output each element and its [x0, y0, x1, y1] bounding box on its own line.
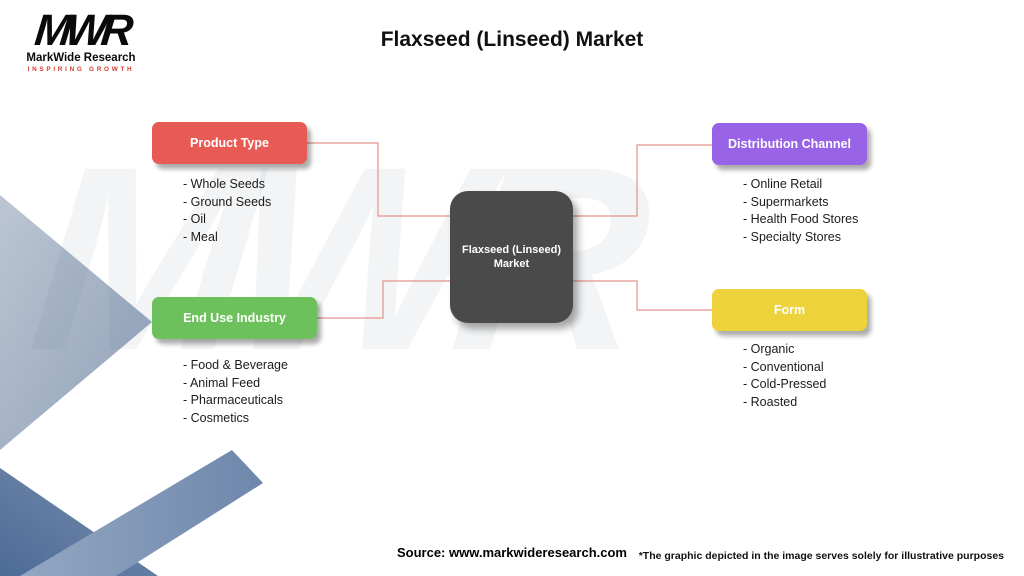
category-box-product-type: Product Type — [152, 122, 307, 164]
list-item: - Food & Beverage — [183, 358, 288, 372]
center-node: Flaxseed (Linseed) Market — [450, 191, 573, 323]
list-item: - Organic — [743, 342, 795, 356]
list-item: - Conventional — [743, 359, 824, 374]
disclaimer-text: *The graphic depicted in the image serve… — [638, 550, 1004, 562]
list-item: - Supermarkets — [743, 194, 829, 209]
connector-distribution-channel — [571, 144, 712, 217]
list-item: - Cosmetics — [183, 410, 249, 425]
left-edge-triangle — [0, 195, 152, 450]
list-item: - Animal Feed — [183, 375, 261, 390]
category-box-end-use-industry: End Use Industry — [152, 297, 317, 339]
source-text: Source: www.markwideresearch.com — [396, 545, 627, 560]
list-item: - Health Food Stores — [743, 212, 859, 226]
logo-tagline: Inspiring Growth — [27, 66, 135, 73]
category-list-distribution-channel: - Online Retail - Supermarkets - Health … — [743, 176, 858, 246]
logo: MWR MarkWide Research Inspiring Growth — [20, 6, 142, 73]
category-label: Distribution Channel — [728, 137, 851, 151]
list-item: - Oil — [183, 212, 206, 226]
category-box-form: Form — [712, 289, 867, 331]
category-box-distribution-channel: Distribution Channel — [712, 123, 867, 165]
connector-form — [571, 280, 712, 311]
list-item: - Pharmaceuticals — [183, 393, 284, 407]
list-item: - Roasted — [743, 394, 798, 409]
list-item: - Ground Seeds — [183, 194, 272, 209]
list-item: - Specialty Stores — [743, 229, 841, 244]
list-item: - Whole Seeds — [183, 177, 265, 191]
category-label: End Use Industry — [183, 311, 286, 325]
category-label: Product Type — [190, 136, 269, 150]
category-label: Form — [773, 303, 806, 317]
list-item: - Meal — [183, 229, 218, 244]
category-list-end-use-industry: - Food & Beverage - Animal Feed - Pharma… — [183, 357, 288, 427]
list-item: - Cold-Pressed — [743, 377, 827, 391]
connector-product-type — [307, 142, 452, 217]
category-list-form: - Organic - Conventional - Cold-Pressed … — [743, 341, 826, 411]
connector-end-use-industry — [317, 280, 452, 319]
center-node-label: Flaxseed (Linseed) Market — [461, 244, 562, 270]
logo-brand-name: MarkWide Research — [26, 52, 136, 64]
category-list-product-type: - Whole Seeds - Ground Seeds - Oil - Mea… — [183, 176, 271, 246]
page-title: Flaxseed (Linseed) Market — [380, 28, 644, 51]
list-item: - Online Retail — [743, 177, 823, 191]
